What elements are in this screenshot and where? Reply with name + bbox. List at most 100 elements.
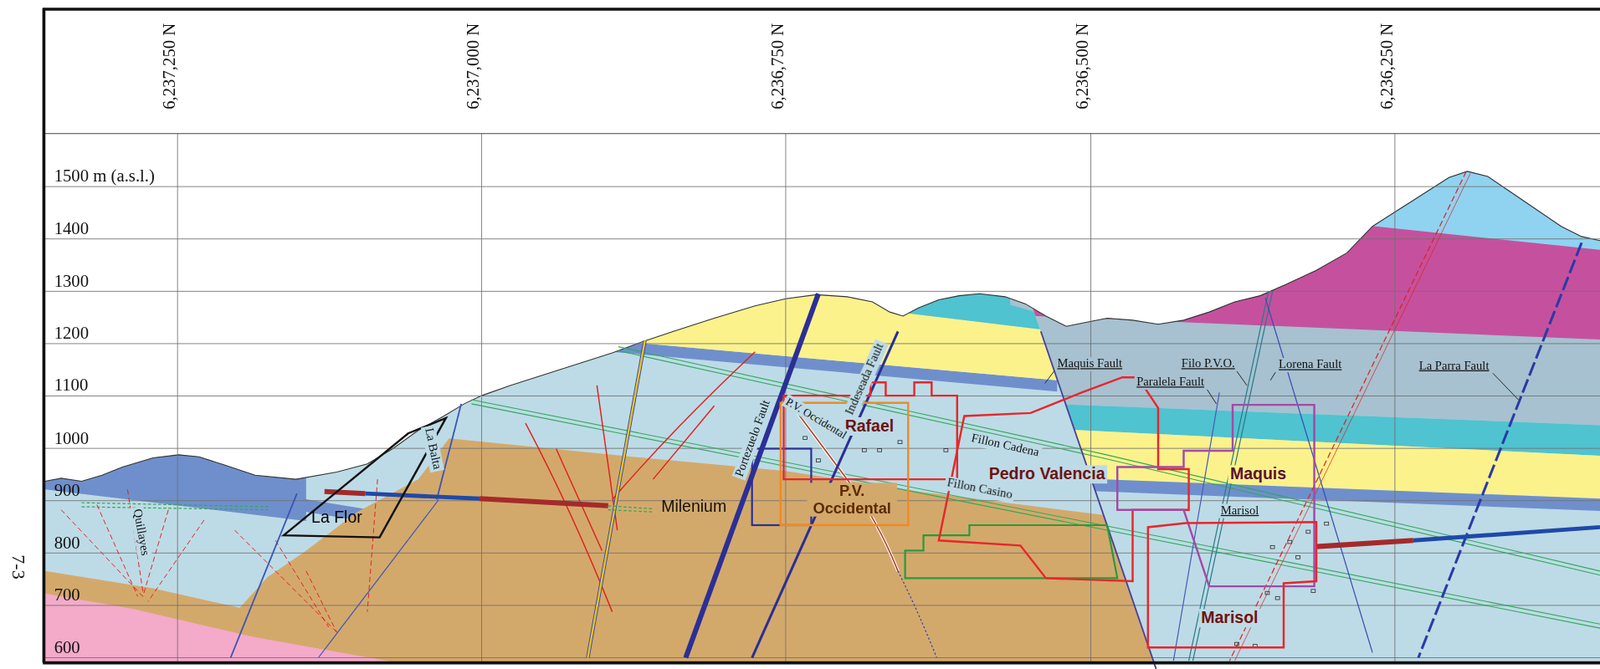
fault-line (230, 242, 1582, 669)
rock-units (0, 0, 307, 522)
rock-units (45, 438, 1157, 669)
grid-line (45, 605, 1600, 606)
rock-units (1010, 0, 1057, 318)
drill-intercept (1275, 596, 1280, 600)
vein-line (781, 391, 898, 572)
drift-line (479, 498, 609, 507)
grid-line (45, 553, 1600, 554)
grid-line (481, 133, 483, 663)
structure-line (1229, 171, 1467, 662)
zone-outline (783, 382, 957, 480)
zone-outline (779, 378, 962, 484)
zone-label: Maquis (1227, 465, 1288, 483)
sheet-frame (42, 7, 1600, 11)
fault-label: Lorena Fault (1276, 358, 1344, 373)
drill-intercept (943, 449, 949, 453)
drift-line (608, 510, 654, 513)
zone-outline (780, 403, 908, 526)
vein-line (471, 404, 1600, 629)
zone-outline (1148, 522, 1317, 648)
grid-line (45, 343, 1600, 344)
drill-intercept (1306, 530, 1311, 534)
fault-label: Paralela Fault (1134, 375, 1207, 390)
drift-line (82, 502, 272, 508)
drill-intercept (1324, 522, 1329, 526)
grid-line (45, 657, 1600, 659)
ore-zone: La Flor (279, 414, 451, 542)
drill-intercept (803, 436, 1329, 648)
zone-outline (938, 377, 1190, 582)
vein-label: P.V. Occidental (781, 394, 851, 443)
zone-outline (1112, 400, 1318, 591)
fault-label: La Parra Fault (1416, 358, 1492, 374)
fault-line (1265, 297, 1373, 653)
fault-label: Portezuelo Fault (732, 396, 775, 482)
drill-intercept (1234, 642, 1239, 647)
zone-outline (283, 418, 447, 539)
fault-line (1189, 292, 1269, 662)
grid-line (45, 186, 1600, 188)
grid-line (45, 238, 1600, 240)
topography-line (45, 171, 1600, 483)
leader-line (1492, 373, 1518, 400)
zone-outline (905, 525, 1118, 579)
grid-line (1394, 133, 1395, 663)
fault-line (752, 331, 898, 658)
drill-intercept (1311, 589, 1316, 594)
drill-intercept (1270, 545, 1275, 549)
elevation-label: 1500 m (a.s.l.) (54, 166, 155, 187)
leader-line (1270, 372, 1276, 381)
leader-line (1207, 389, 1217, 405)
drift-line (1413, 527, 1600, 541)
rock-units (612, 0, 1058, 381)
ore-zone: Maquis (1112, 400, 1318, 591)
rock-units (917, 0, 1600, 340)
leader-line (1236, 371, 1247, 386)
drift-line (608, 506, 654, 510)
northing-label: 6,237,250 N (159, 23, 180, 110)
vein-line (781, 391, 898, 572)
drill-intercept (877, 449, 883, 453)
structure-line (1234, 173, 1471, 662)
northing-label: 6,236,750 N (767, 23, 788, 110)
elevation-label: 900 (54, 481, 81, 502)
ore-zone: Pedro Valencia (934, 373, 1194, 586)
elevation-label: 700 (54, 585, 81, 606)
northing-label: 6,237,000 N (463, 23, 484, 110)
zone-label: Marisol (1199, 609, 1261, 627)
zone-outline (1117, 405, 1314, 587)
zone-label: P.V. Occidental (807, 482, 898, 517)
elevation-label: 1400 (54, 218, 89, 239)
vein-label: Fillon Casino (943, 476, 1016, 504)
ore-zone: Marisol (1143, 517, 1321, 652)
sheet-frame (42, 661, 1600, 666)
sheet-frame (42, 8, 47, 664)
drill-intercept (861, 449, 867, 453)
fault-line (1041, 331, 1157, 669)
fault-line (587, 340, 645, 658)
fault-line (1418, 242, 1582, 658)
fault-label: Quillayes (129, 506, 153, 559)
structure-line (61, 171, 1471, 662)
drill-intercept (1252, 645, 1257, 649)
fault-line (587, 340, 645, 658)
zone-outline (752, 449, 1118, 580)
fault-line (230, 493, 298, 658)
zone-label: Pedro Valencia (986, 465, 1108, 483)
elevation-label: 1100 (54, 375, 89, 396)
vein-line (471, 400, 1600, 625)
fault-label: La Balta (420, 425, 445, 473)
sheet-frame (42, 8, 1600, 664)
drill-intercept (1287, 540, 1293, 544)
drill-intercept (816, 459, 821, 463)
northing-label: 6,236,500 N (1072, 23, 1093, 110)
grid-line (1090, 133, 1092, 663)
